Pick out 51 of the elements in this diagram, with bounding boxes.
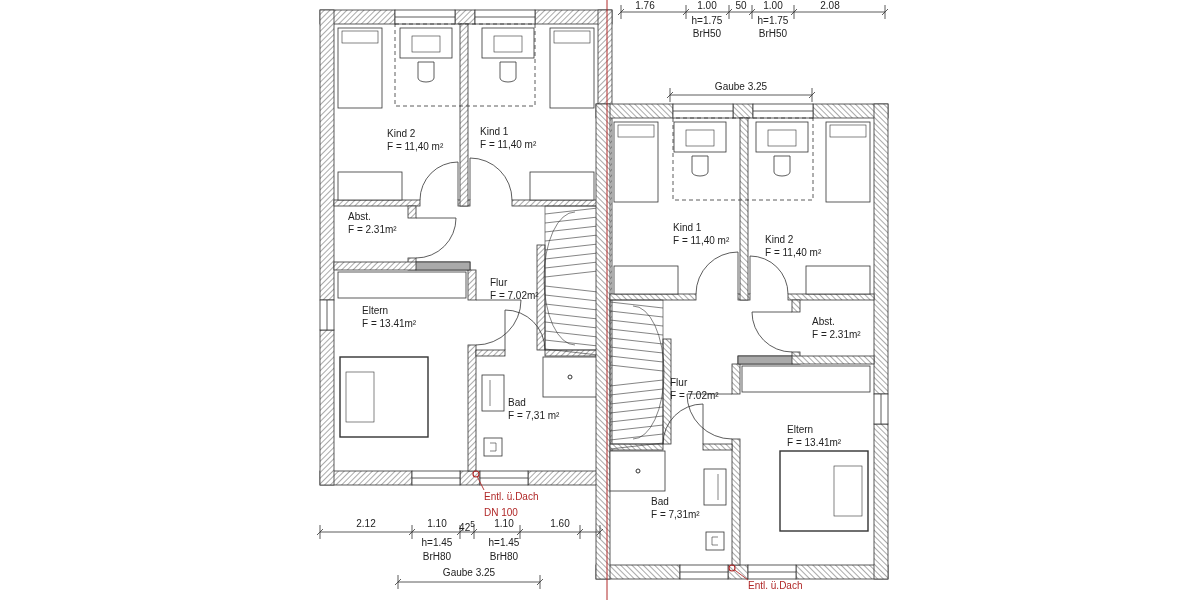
drain-pipe-icon: [728, 564, 736, 572]
dimension-label: 50: [735, 0, 747, 12]
sill-height-label: BrH50: [692, 28, 722, 40]
window-height-label: h=1.45: [488, 537, 520, 549]
area-label: F = 13.41m²: [362, 318, 417, 330]
room-name: Abst.: [812, 316, 835, 328]
leader-line: [733, 569, 749, 581]
dormer-dimension-label: Gaube 3.25: [442, 567, 496, 579]
window-height-label: h=1.75: [691, 15, 723, 27]
dimension-label: 42$^{5}$: [459, 518, 475, 535]
area-label: F = 7.02m²: [490, 290, 539, 302]
room-name: Abst.: [348, 211, 371, 223]
dimension-label: 1.60: [550, 518, 570, 530]
room-name: Bad: [508, 397, 526, 409]
dimension-label: 1.10: [427, 518, 447, 530]
dormer-dimension-label: Gaube 3.25: [714, 81, 768, 93]
drain-pipe-icon: [472, 470, 480, 478]
room-name: Flur: [670, 377, 688, 389]
area-label: F = 2.31m²: [812, 329, 861, 341]
area-label: F = 7.02m²: [670, 390, 719, 402]
drain-note: Entl. ü.Dach: [748, 580, 803, 592]
dimension-label: 1.00: [697, 0, 717, 12]
area-label: F = 13.41m²: [787, 437, 842, 449]
room-name: Kind 2: [387, 128, 416, 140]
dimension-label: 2.08: [820, 0, 840, 12]
dimension-label: 1.10: [494, 518, 514, 530]
room-name: Kind 1: [480, 126, 509, 138]
room-name: Kind 1: [673, 222, 702, 234]
drain-note: Entl. ü.Dach: [484, 491, 539, 503]
dimension-label: 1.76: [635, 0, 655, 12]
room-name: Kind 2: [765, 234, 794, 246]
area-label: F = 11,40 m²: [387, 141, 444, 153]
area-label: F = 11,40 m²: [480, 139, 537, 151]
sill-height-label: BrH80: [422, 551, 452, 563]
sill-height-label: BrH80: [489, 551, 519, 563]
area-label: F = 2.31m²: [348, 224, 397, 236]
area-label: F = 11,40 m²: [673, 235, 730, 247]
dimension-label: 1.00: [763, 0, 783, 12]
dimension-label: 2.12: [356, 518, 376, 530]
room-name: Bad: [651, 496, 669, 508]
pipe-size-note: DN 100: [484, 507, 519, 519]
window-height-label: h=1.45: [421, 537, 453, 549]
sill-height-label: BrH50: [758, 28, 788, 40]
window-height-label: h=1.75: [757, 15, 789, 27]
room-name: Eltern: [787, 424, 814, 436]
area-label: F = 7,31 m²: [508, 410, 560, 422]
area-label: F = 11,40 m²: [765, 247, 822, 259]
room-name: Eltern: [362, 305, 389, 317]
room-name: Flur: [490, 277, 508, 289]
leader-line: [476, 476, 485, 491]
area-label: F = 7,31m²: [651, 509, 700, 521]
